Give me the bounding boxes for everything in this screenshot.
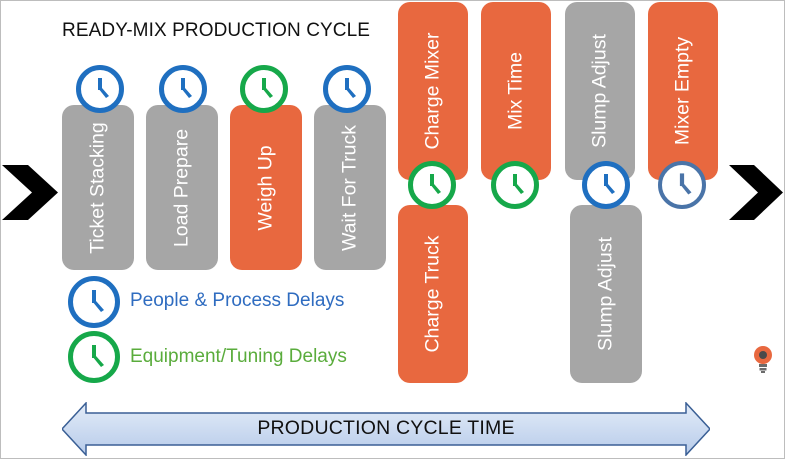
clock-icon bbox=[240, 65, 288, 113]
clock-icon bbox=[582, 161, 630, 209]
legend-equipment-label: Equipment/Tuning Delays bbox=[130, 346, 347, 367]
step-label: Load Prepare bbox=[170, 128, 193, 247]
step-label: Slump Adjust bbox=[588, 34, 611, 148]
step-charge-mixer: Charge Mixer bbox=[398, 2, 468, 180]
step-load-prepare: Load Prepare bbox=[146, 105, 218, 270]
legend-equipment-clock-icon bbox=[68, 331, 120, 383]
step-mixer-empty: Mixer Empty bbox=[648, 2, 718, 180]
step-mix-time: Mix Time bbox=[481, 2, 551, 180]
step-slump-adjust-bottom: Slump Adjust bbox=[570, 205, 642, 383]
step-label: Mix Time bbox=[504, 52, 527, 130]
clock-icon bbox=[491, 161, 539, 209]
step-label: Mixer Empty bbox=[671, 36, 694, 146]
diagram-title: READY-MIX PRODUCTION CYCLE bbox=[62, 20, 371, 41]
step-label: Slump Adjust bbox=[594, 237, 617, 351]
production-cycle-label: PRODUCTION CYCLE TIME bbox=[257, 417, 515, 439]
clock-icon bbox=[408, 161, 456, 209]
step-slump-adjust-top: Slump Adjust bbox=[565, 2, 635, 180]
step-ticket-stacking: Ticket Stacking bbox=[62, 105, 134, 270]
chevron-right-icon bbox=[729, 165, 783, 220]
step-charge-truck: Charge Truck bbox=[398, 205, 468, 383]
step-label: Charge Truck bbox=[421, 235, 444, 353]
clock-icon bbox=[76, 65, 124, 113]
lightbulb-gear-icon bbox=[754, 346, 772, 373]
step-weigh-up: Weigh Up bbox=[230, 105, 302, 270]
clock-icon bbox=[159, 65, 207, 113]
step-wait-for-truck: Wait For Truck bbox=[314, 105, 386, 270]
clock-icon bbox=[323, 65, 371, 113]
legend-people-label: People & Process Delays bbox=[130, 290, 345, 311]
step-label: Charge Mixer bbox=[421, 32, 444, 150]
production-cycle-arrow: PRODUCTION CYCLE TIME bbox=[62, 402, 710, 456]
clock-icon bbox=[658, 161, 706, 209]
chevron-right-icon bbox=[2, 165, 58, 220]
step-label: Weigh Up bbox=[254, 144, 277, 231]
step-label: Ticket Stacking bbox=[86, 121, 109, 254]
step-label: Wait For Truck bbox=[338, 124, 361, 251]
legend-people-clock-icon bbox=[68, 276, 120, 328]
